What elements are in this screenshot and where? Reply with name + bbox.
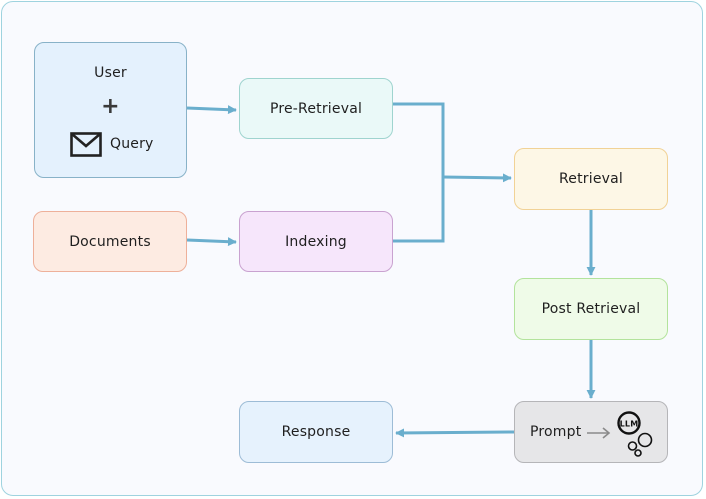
retrieval-label: Retrieval xyxy=(558,171,623,187)
arrow-right-icon xyxy=(587,427,611,439)
edge-documents-to-indexing xyxy=(186,237,237,247)
query-label: Query xyxy=(110,136,154,152)
retrieval-node: Retrieval xyxy=(514,148,668,210)
llm-badge-text: LLM xyxy=(620,420,639,429)
envelope-icon xyxy=(70,132,102,161)
prompt-label: Prompt xyxy=(530,424,582,440)
indexing-label: Indexing xyxy=(285,233,347,250)
post-retrieval-node: Post Retrieval xyxy=(514,278,668,340)
pre-retrieval-label: Pre-Retrieval xyxy=(269,100,363,117)
indexing-node: Indexing xyxy=(239,211,393,272)
response-node: Response xyxy=(239,401,393,463)
plus-sign: + xyxy=(101,94,120,119)
llm-bubbles-icon: LLM xyxy=(587,411,653,457)
post-retrieval-label: Post Retrieval xyxy=(541,301,641,317)
documents-node: Documents xyxy=(33,211,187,272)
response-label: Response xyxy=(281,424,351,440)
edge-merge-to-retrieval xyxy=(442,173,512,183)
edge-pre-retrieval-merge xyxy=(393,102,445,243)
documents-label: Documents xyxy=(69,233,151,250)
edge-user-to-pre-retrieval xyxy=(186,105,237,115)
prompt-node: Prompt LLM xyxy=(514,401,668,463)
user-label: User xyxy=(94,65,127,81)
pre-retrieval-node: Pre-Retrieval xyxy=(239,78,393,139)
edge-prompt-to-response xyxy=(395,428,515,438)
user-query-node: User + Query xyxy=(34,42,187,178)
